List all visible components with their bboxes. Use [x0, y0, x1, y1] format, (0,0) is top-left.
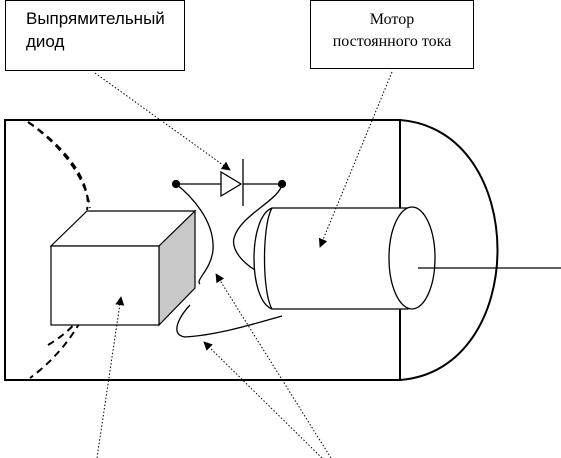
magnet-block-front	[50, 245, 160, 326]
rectifier-diode-label-line1: Выпрямительный	[26, 9, 165, 28]
coil-label-arrow-lower	[203, 341, 323, 458]
coil-left-strand	[175, 183, 214, 285]
motor-body	[253, 207, 409, 310]
dc-motor-callout: Мотор постоянного тока	[310, 0, 474, 69]
rectifier-diode-callout: Выпрямительный диод	[5, 0, 185, 71]
dc-motor-label-line1: Мотор	[369, 11, 415, 28]
diode-symbol	[171, 159, 287, 206]
dc-motor-label-line2: постоянного тока	[332, 33, 452, 50]
diode-terminal-right	[277, 179, 287, 189]
diode-terminal-left	[171, 179, 181, 189]
housing	[4, 119, 499, 381]
motor-label-arrow	[318, 71, 393, 248]
rotation-arc-lower-dash	[29, 299, 91, 379]
dc-motor	[253, 206, 561, 310]
housing-end-cap	[399, 119, 499, 381]
rotation-arc-upper-dash	[27, 121, 91, 209]
rectifier-diode-label-line2: диод	[26, 32, 65, 51]
motor-back-edge	[263, 207, 273, 310]
coil-bottom-loop	[176, 304, 283, 338]
motor-front-face	[388, 206, 436, 310]
diode-triangle	[220, 170, 243, 198]
magnet-block	[49, 209, 197, 327]
leader-arrows	[94, 71, 393, 458]
coil-label-arrow-upper	[215, 273, 332, 458]
block-label-arrow	[96, 296, 125, 458]
diode-label-arrow	[94, 72, 231, 171]
